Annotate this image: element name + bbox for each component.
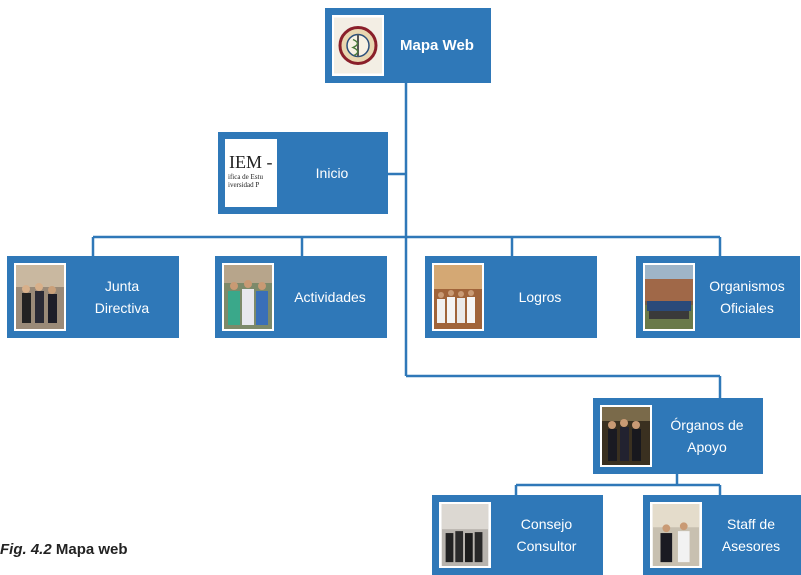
node-mapa-web-label: Mapa Web: [400, 36, 474, 54]
photo-image: [14, 263, 66, 331]
photo-image: [439, 502, 491, 568]
node-organismos-oficiales-label: Organismos Oficiales: [709, 278, 785, 316]
node-staff-de-asesores-label: Staff de Asesores: [721, 516, 781, 554]
node-actividades: Actividades: [215, 256, 387, 338]
photo-image: [432, 263, 484, 331]
thumb-line-2: iversidad P: [228, 181, 260, 189]
photo-image: [643, 263, 695, 331]
node-organos-de-apoyo: Órganos de Apoyo: [593, 398, 763, 474]
photo-image: [600, 405, 652, 467]
photo-image: [650, 502, 702, 568]
thumb-line-1: ifica de Estu: [228, 173, 263, 181]
figure-number: Fig. 4.2: [0, 541, 52, 558]
figure-caption: Fig. 4.2 Mapa web: [0, 541, 128, 558]
logo-image: [332, 15, 384, 76]
node-organismos-oficiales: Organismos Oficiales: [636, 256, 800, 338]
node-inicio-label: Inicio: [315, 165, 349, 181]
node-consejo-consultor: Consejo Consultor: [432, 495, 603, 575]
thumb-title: IEM -: [229, 152, 273, 172]
node-junta-directiva-label: Junta Directiva: [94, 278, 150, 316]
node-actividades-label: Actividades: [294, 289, 366, 305]
photo-image: [222, 263, 274, 331]
node-organos-de-apoyo-label: Órganos de Apoyo: [670, 417, 744, 455]
inicio-thumbnail: IEM - ifica de Estu iversidad P: [225, 139, 277, 207]
node-logros-label: Logros: [518, 289, 562, 305]
node-staff-de-asesores: Staff de Asesores: [643, 495, 801, 575]
node-junta-directiva: Junta Directiva: [7, 256, 179, 338]
figure-caption-text: Mapa web: [55, 541, 128, 558]
node-logros: Logros: [425, 256, 597, 338]
node-inicio: IEM - ifica de Estu iversidad P Inicio: [218, 132, 388, 214]
node-mapa-web: Mapa Web: [325, 8, 491, 83]
node-consejo-consultor-label: Consejo Consultor: [516, 516, 577, 554]
